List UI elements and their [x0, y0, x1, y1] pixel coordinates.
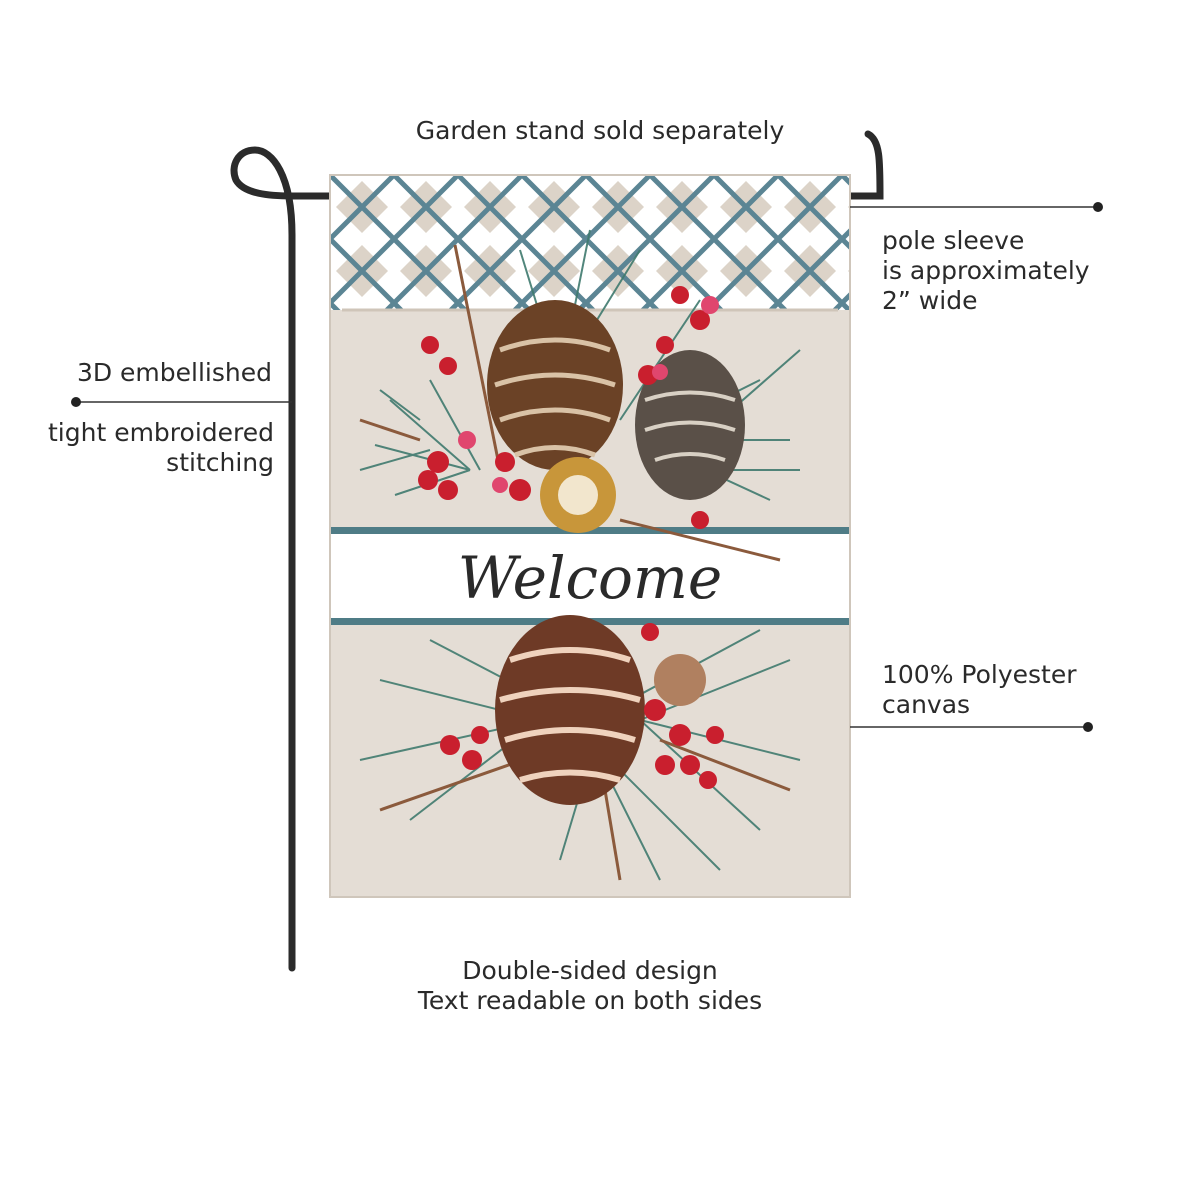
sleeve-note-line-1: pole sleeve	[882, 226, 1025, 255]
sleeve-note: pole sleeve is approximately 2” wide	[882, 226, 1182, 316]
garden-stand-pole-icon	[230, 130, 884, 972]
welcome-banner-text: Welcome	[457, 544, 723, 612]
stitching-note-line-2: stitching	[166, 448, 274, 477]
stitching-note-line-1: tight embroidered	[47, 418, 274, 447]
embellished-note: 3D embellished	[76, 358, 272, 387]
red-berry-icon	[418, 286, 710, 529]
bottom-pine-bouquet	[359, 615, 801, 881]
stand-note: Garden stand sold separately	[415, 116, 785, 145]
sleeve-note-line-3: 2” wide	[882, 286, 978, 315]
lattice-sleeve	[330, 175, 850, 310]
pine-cone-icon	[654, 654, 706, 706]
red-berry-icon	[440, 623, 724, 789]
callout-lines	[76, 206, 1098, 728]
pine-cone-icon	[495, 615, 645, 805]
top-pine-bouquet	[359, 229, 801, 562]
pine-cone-icon	[635, 350, 745, 500]
double-sided-line-2: Text readable on both sides	[417, 986, 763, 1015]
material-note-line-2: canvas	[882, 690, 971, 719]
sleeve-note-line-2: is approximately	[882, 256, 1090, 285]
double-sided-note: Double-sided design Text readable on bot…	[370, 956, 810, 1016]
callout-dot-icon	[71, 202, 1103, 732]
material-note-line-1: 100% Polyester	[882, 660, 1077, 689]
double-sided-line-1: Double-sided design	[462, 956, 718, 985]
stitching-note: tight embroidered stitching	[20, 418, 274, 478]
pine-cone-icon	[487, 300, 623, 470]
material-note: 100% Polyester canvas	[882, 660, 1182, 720]
